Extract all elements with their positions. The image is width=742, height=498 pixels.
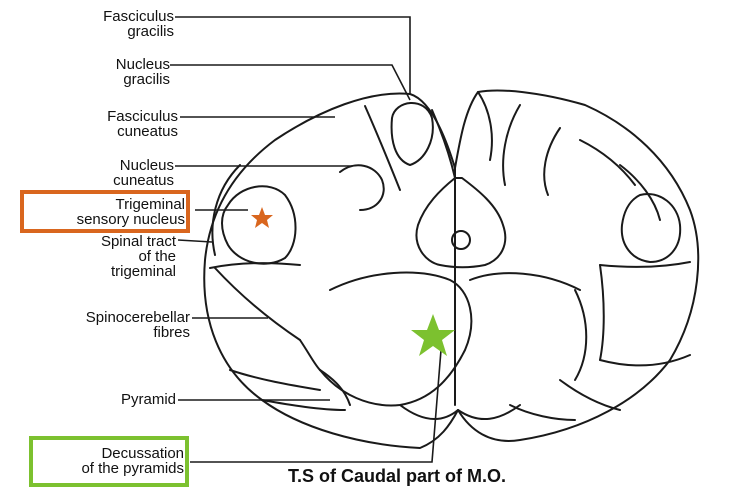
nucleus-gracilis-shape (392, 103, 433, 165)
medulla-outline (204, 91, 698, 448)
central-grey (417, 178, 506, 267)
label-fasciculus-cuneatus: Fasciculus cuneatus (107, 109, 178, 139)
leader-decussation (190, 350, 441, 462)
label-nucleus-cuneatus: Nucleus cuneatus (113, 158, 174, 188)
label-decussation: Decussation of the pyramids (81, 446, 184, 476)
pyramid-right (470, 273, 580, 290)
label-fasciculus-gracilis: Fasciculus gracilis (103, 9, 174, 39)
trigeminal-star-icon (251, 207, 273, 228)
pyramid-star-icon (411, 314, 455, 356)
trigeminal-nucleus-right (622, 194, 680, 262)
label-pyramid: Pyramid (121, 392, 176, 407)
leader-nucleus-gracilis (170, 65, 410, 100)
pyramid-left (320, 273, 471, 406)
label-trigeminal-sensory-nucleus: Trigeminal sensory nucleus (77, 197, 185, 227)
label-nucleus-gracilis: Nucleus gracilis (116, 57, 170, 87)
label-spinocerebellar-fibres: Spinocerebellar fibres (86, 310, 190, 340)
nucleus-cuneatus-shape (340, 165, 384, 210)
leader-spinal-tract (178, 240, 212, 242)
label-spinal-tract: Spinal tract of the trigeminal (101, 234, 176, 279)
figure-caption: T.S of Caudal part of M.O. (288, 466, 506, 487)
leader-fasciculus-gracilis (175, 17, 410, 94)
